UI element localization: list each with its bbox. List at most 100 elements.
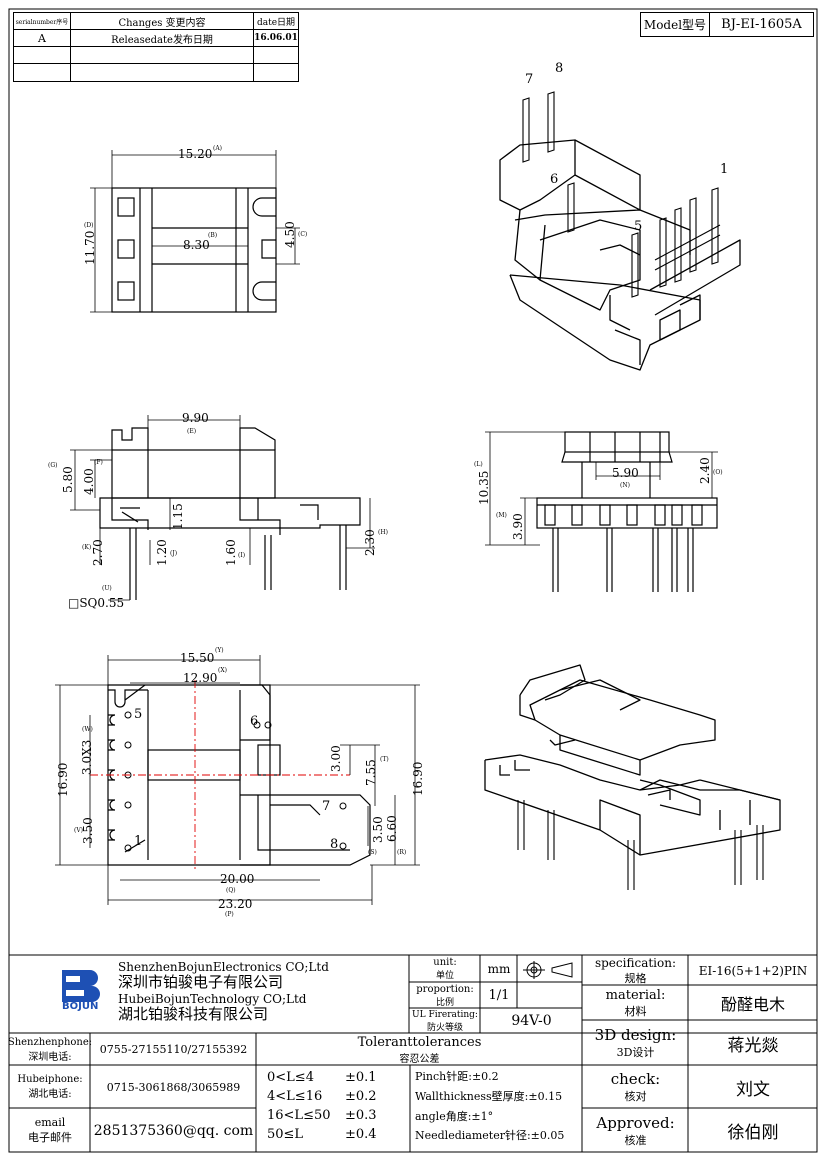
rev-header-serial: serialnumber序号 [15,18,69,26]
material-label: material: 材料 [583,986,688,1020]
company-en-1: ShenzhenBojunElectronics CO;Ltd [118,960,329,974]
dim-J-value: 1.20 [155,539,169,566]
iso-pin-6: 6 [550,172,559,187]
tol-value-4: ±0.4 [345,1127,377,1142]
iso-view-top-pins [522,91,721,298]
unit-value: mm [487,962,511,976]
dim-H-tag: (H) [378,529,388,536]
material-label-en: material: [605,987,666,1003]
bottom-pin-8: 8 [330,837,339,852]
design-label-en: 3D design: [594,1026,677,1044]
dim-P-value: 23.20 [218,897,253,911]
dim-3-00-value: 3.00 [329,745,343,772]
dim-right-height-value: 16.90 [411,761,425,796]
bojun-logo: BOJUN [60,968,104,1014]
proportion-label-en: proportion: [416,983,474,995]
unit-label: unit: 单位 [410,956,480,982]
email-value: 2851375360@qq. com [93,1122,254,1139]
first-angle-projection-icon [523,961,573,979]
tol-note-wall: Wallthickness壁厚度:±0.15 [415,1090,563,1103]
dim-D-value: 11.70 [83,230,97,265]
rev-header-changes: Changes 变更内容 [118,17,206,29]
projection-symbol [520,960,578,980]
tol-note-angle: angle角度:±1° [415,1110,494,1123]
iso-view-bottom [484,664,781,856]
model-label: Model型号 [643,18,707,32]
dim-B-tag: (B) [208,232,218,239]
proportion-label: proportion: 比例 [410,983,480,1008]
ul-value: 94V-0 [511,1013,552,1029]
dim-M-value: 3.90 [511,513,525,540]
dim-I-tag: (I) [238,552,246,559]
side-view [536,431,718,592]
tol-range-2: 4<L≤16 [267,1089,323,1104]
sz-phone-label-cn: 深圳电话: [28,1051,72,1063]
dim-O-value: 2.40 [698,457,712,484]
tol-note-needle: Needlediameter针径:±0.05 [415,1129,565,1142]
dim-U-tag: (U) [102,585,112,592]
design-label-cn: 3D设计 [616,1046,655,1059]
tol-value-2: ±0.2 [345,1089,377,1104]
tol-note-pinch: Pinch针距:±0.2 [415,1070,499,1083]
side-view-dims [485,431,718,546]
sz-phone-label-en: Shenzhenphone: [7,1036,93,1048]
proportion-label-cn: 比例 [435,997,454,1008]
sz-phone-label: Shenzhenphone: 深圳电话: [7,1034,93,1065]
dim-S-tag: (S) [368,849,377,856]
tolerance-title: Toleranttolerances 容忍公差 [257,1034,582,1065]
dim-X-value: 12.90 [183,671,218,685]
iso-pin-1: 1 [720,162,729,177]
approved-label: Approved: 核准 [583,1109,688,1152]
ul-label: UL Firerating: 防火等级 [410,1009,480,1033]
unit-label-en: unit: [433,957,457,968]
unit-label-cn: 单位 [435,971,454,981]
spec-label-en: specification: [594,955,677,970]
title-block-grid [9,954,817,1152]
dim-N-tag: (N) [620,482,630,489]
hb-phone-label-cn: 湖北电话: [28,1089,72,1100]
bottom-pin-6: 6 [250,714,259,729]
rev-row-date: 16.06.01 [254,33,298,43]
rev-header-date: date日期 [256,17,296,28]
dim-R-tag: (R) [397,849,407,856]
ul-label-en: UL Firerating: [412,1009,478,1020]
check-label-en: check: [610,1070,661,1088]
front-view [99,427,361,600]
top-view [111,187,277,313]
tol-range-3: 16<L≤50 [267,1108,331,1123]
dim-F-value: 4.00 [82,468,96,495]
dim-F-tag: (F) [94,459,103,466]
dim-left-height-value: 16.90 [56,762,70,797]
design-label: 3D design: 3D设计 [583,1021,688,1065]
dim-A-tag: (A) [213,145,223,152]
bottom-view [107,684,371,866]
dim-P-tag: (P) [225,911,234,918]
ul-label-cn: 防火等级 [426,1022,463,1033]
dim-W-tag: (W) [82,726,93,733]
email-label-cn: 电子邮件 [28,1131,72,1144]
dim-E-tag: (E) [187,428,197,435]
proportion-value: 1/1 [488,988,510,1003]
approved-label-cn: 核准 [624,1133,647,1147]
dim-V-tag: (V) [74,827,84,834]
dim-Y-value: 15.50 [180,651,215,665]
dim-W-value: 3.0X3 [80,739,94,775]
email-label-en: email [34,1116,66,1129]
dim-T-value: 7.55 [364,759,378,786]
dim-I-value: 1.60 [224,539,238,566]
material-label-cn: 材料 [624,1004,647,1018]
model-value: BJ-EI-1605A [721,17,802,32]
dim-Y-tag: (Y) [215,647,224,654]
bottom-view-centerlines [90,680,350,870]
tol-range-4: 50≤L [267,1127,304,1142]
dim-E-value: 9.90 [182,411,209,425]
dim-Q-tag: (Q) [226,887,236,894]
tol-range-1: 0<L≤4 [267,1070,314,1085]
dim-A-value: 15.20 [178,147,213,161]
tolerance-title-cn: 容忍公差 [399,1053,440,1065]
dim-K-value: 2.70 [91,539,105,566]
dim-V-value: 3.50 [81,817,95,844]
dim-U-value: □SQ0.55 [68,596,125,610]
iso-pin-7: 7 [525,72,534,87]
iso-view-bottom-pins [517,800,764,890]
